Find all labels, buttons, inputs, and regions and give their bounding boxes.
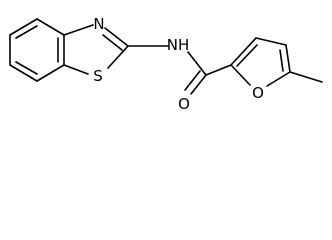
bond	[230, 37, 257, 66]
atom-label-thiazole-sulfur: S	[93, 67, 103, 85]
double-bond-inner	[279, 49, 284, 72]
bond	[230, 64, 251, 86]
chemical-structure: N S NH O O	[9, 15, 323, 113]
double-bond-inner	[15, 25, 38, 39]
bond	[63, 64, 89, 75]
bond	[36, 64, 65, 82]
bond	[63, 24, 94, 36]
benzene-ring	[9, 18, 65, 82]
double-bond-inner	[15, 61, 38, 75]
bond	[285, 44, 291, 73]
bond	[104, 27, 129, 47]
methyl-bond	[289, 71, 323, 83]
bond	[9, 18, 38, 36]
bond	[9, 64, 38, 82]
atom-label-furan-oxygen: O	[252, 84, 264, 102]
atom-label-amide-nh: NH	[167, 36, 190, 54]
furan-ring	[230, 37, 323, 87]
atom-label-thiazole-nitrogen: N	[93, 15, 104, 33]
bond	[190, 74, 207, 95]
bond	[187, 51, 207, 76]
double-bond-inner	[184, 70, 201, 91]
double-bond-inner	[102, 34, 123, 51]
bond	[36, 18, 65, 36]
bond	[205, 64, 232, 76]
bond	[266, 71, 291, 87]
thiazole-ring	[63, 24, 129, 75]
bond	[107, 45, 129, 69]
atom-label-carbonyl-oxygen: O	[178, 95, 190, 113]
bond	[255, 37, 287, 46]
double-bond-inner	[236, 44, 258, 67]
amide-linkage	[127, 45, 232, 95]
